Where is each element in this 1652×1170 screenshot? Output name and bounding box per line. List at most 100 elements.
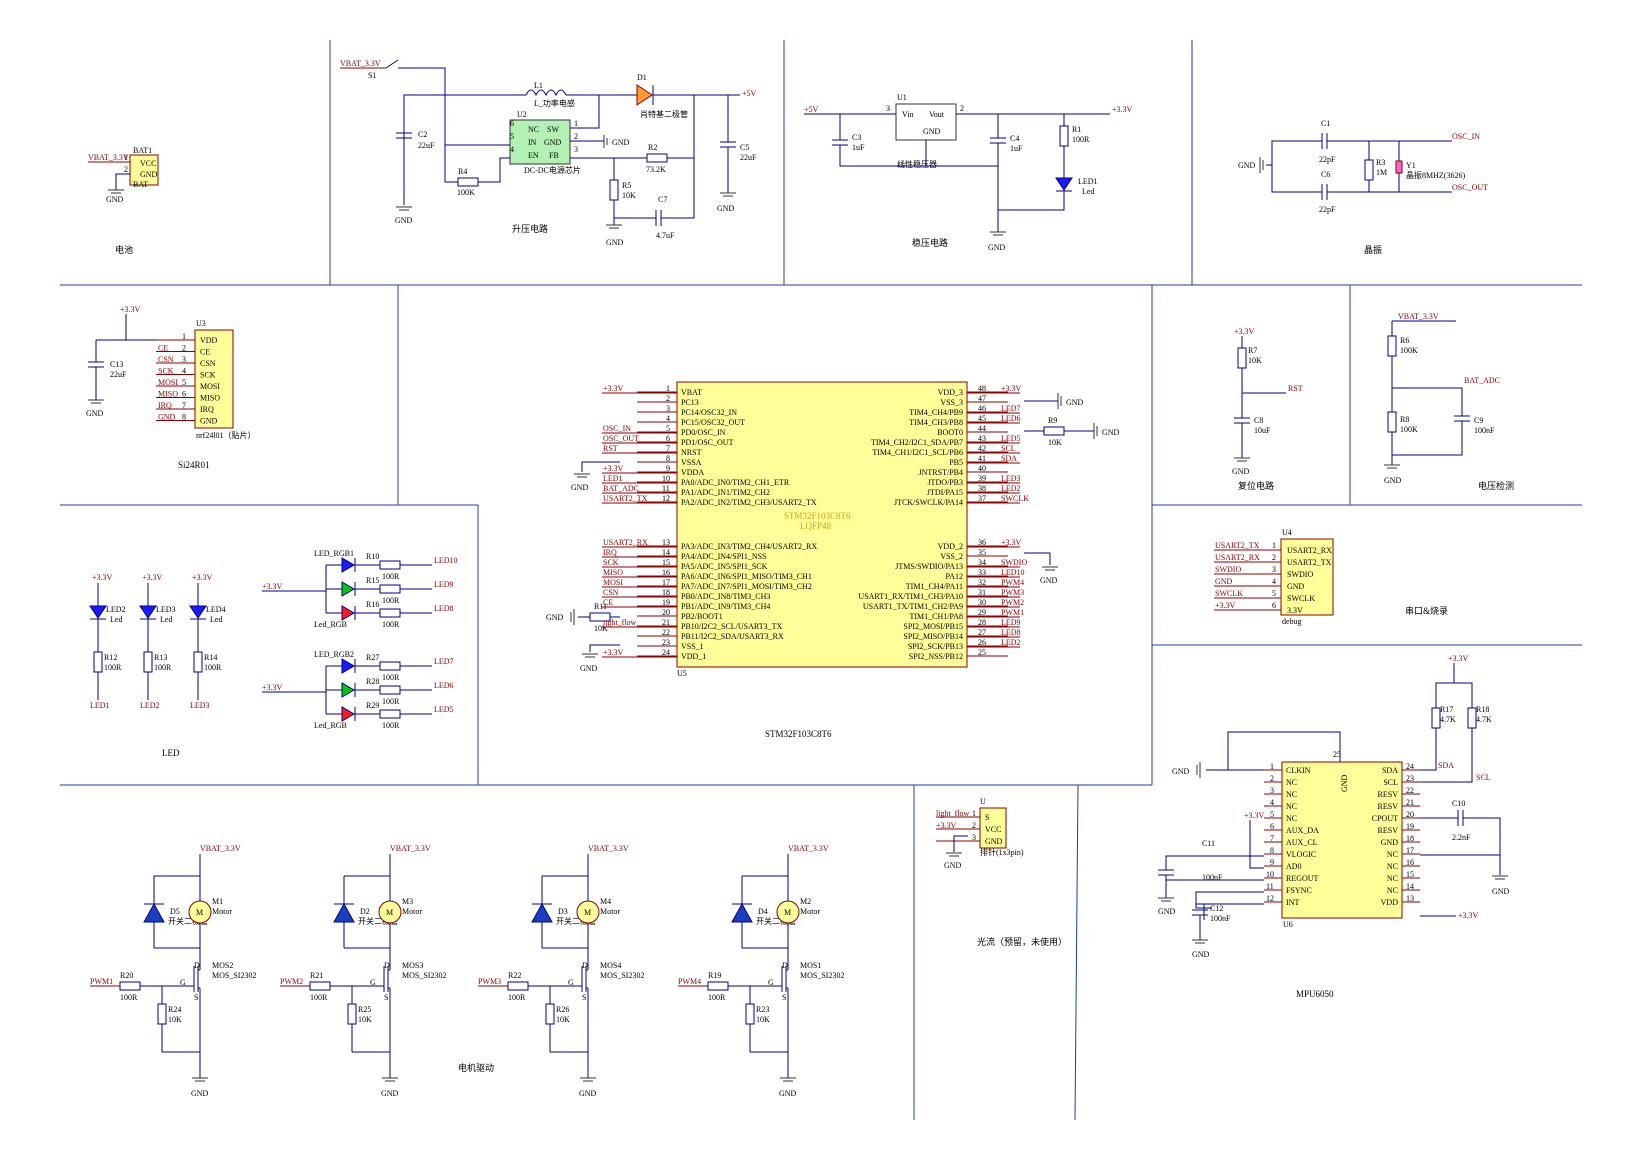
resistor-r11 [589, 612, 611, 622]
mcu-pin-label: VDD_2 [938, 542, 963, 551]
boost-gnd-3: GND [717, 204, 735, 213]
diode-ref: D3 [558, 907, 568, 916]
mcu-pin-number: 34 [978, 558, 986, 567]
mcu-net-label: MISO [603, 568, 623, 577]
mcu-pin-label: PB1/ADC_IN9/TIM3_CH4 [681, 602, 770, 611]
u6-top-num: 25 [1333, 750, 1341, 759]
dc-dc-chip-u2 [509, 119, 571, 165]
nrf24-pin-number: 2 [182, 344, 186, 353]
led-resistor-val: 100R [104, 663, 122, 672]
imu-pin-label: RESV [1378, 790, 1399, 799]
rgb-led-die [341, 658, 355, 674]
r6-val: 100K [1400, 346, 1418, 355]
rgb-resistor [379, 560, 401, 570]
status-led-4 [189, 605, 207, 619]
mcu-pin-label: PA12 [946, 572, 964, 581]
nrf24-pin-number: 5 [182, 378, 186, 387]
motor-driver-section: VBAT_3.3VD5开关二极管MM1MotorDGSMOS2MOS_SI230… [90, 844, 844, 1098]
rgb-net-label: LED6 [434, 681, 454, 690]
mcu-pin-label: JTMS/SWDIO/PA13 [895, 562, 963, 571]
boost-section: VBAT_3.3V S1 L1 L_功率电感 D1 肖特基二极管 +5V C2 … [340, 59, 757, 247]
r6-ref: R6 [1400, 336, 1409, 345]
u4-ref: U4 [1282, 528, 1292, 537]
rgb-resistor [379, 685, 401, 695]
u1-vin: Vin [902, 110, 914, 119]
r2-ref: R2 [648, 143, 657, 152]
r8-val: 100K [1400, 425, 1418, 434]
imu-pin-label: INT [1286, 898, 1299, 907]
led1-val: Led [1082, 187, 1094, 196]
r5-ref: R5 [622, 181, 631, 190]
optical-pin-number: 2 [972, 821, 976, 830]
mcu-net-label: SCL [1001, 444, 1016, 453]
caption-regulator: 稳压电路 [912, 237, 948, 248]
mosfet-s-pin: S [782, 993, 786, 1002]
mcu-pin-number: 25 [978, 648, 986, 657]
mcu-pin-label: JTDO/PB3 [927, 478, 963, 487]
led-vcc-label: +3.3V [142, 573, 163, 582]
mcu-pin-label: PC15/OSC32_OUT [681, 418, 745, 427]
mcu-net-label: SWCLK [1001, 494, 1029, 503]
nrf24-net-label: MISO [158, 390, 178, 399]
mcu-pin-number: 17 [662, 578, 670, 587]
imu-pin-number: 16 [1406, 858, 1414, 867]
boost-out-net: +5V [742, 89, 757, 98]
boost-gnd-1: GND [395, 216, 413, 225]
imu-pin-label: VDD [1381, 898, 1399, 907]
mcu-pin-label: TIM1_CH1/PA8 [910, 612, 964, 621]
motor-gnd-label: GND [779, 1089, 797, 1098]
nrf24-pin-label: GND [200, 417, 218, 426]
motor-vbat-label: VBAT_3.3V [588, 844, 629, 853]
mcu-pin-label: VDDA [681, 468, 704, 477]
mcu-pin-number: 22 [662, 628, 670, 637]
mcu-pin-label: VBAT [681, 388, 702, 397]
r2-val: 73.2K [646, 165, 666, 174]
mcu-net-label: USART2_RX [603, 538, 648, 547]
optical-gnd: GND [944, 861, 962, 870]
c1-val: 22pF [1319, 155, 1336, 164]
mcu-pin-label: VSSA [681, 458, 702, 467]
resistor-r1 [1059, 125, 1069, 147]
c5-val: 22uF [740, 153, 757, 162]
r1-ref: R1 [1072, 125, 1081, 134]
motor-val: Motor [212, 907, 232, 916]
r18-ref: R18 [1476, 705, 1489, 714]
optical-net-label: light_flow [936, 809, 970, 818]
u2-pin-gnd: GND [544, 138, 562, 147]
c10-val: 2.2nF [1452, 833, 1471, 842]
section-captions: 电池 升压电路 稳压电路 晶振 Si24R01 复位电路 电压检测 LED ST… [115, 223, 1514, 1073]
mcu-pin-label: TIM4_CH2/I2C1_SDA/PB7 [871, 438, 963, 447]
caption-mcu: STM32F103C8T6 [765, 729, 832, 739]
c8-ref: C8 [1254, 416, 1263, 425]
rgb-resistor-ref: R16 [366, 600, 379, 609]
mcu-net-label: LED8 [1001, 628, 1021, 637]
rgb-resistor-val: 100R [382, 697, 400, 706]
imu-pin-label: FSYNC [1286, 886, 1312, 895]
motor-letter: M [386, 908, 393, 917]
debug-net-label: SWDIO [1215, 565, 1241, 574]
mosfet-ref: MOS2 [212, 961, 233, 970]
gate-resistor [507, 981, 529, 991]
gate-resistor-ref: R21 [310, 971, 323, 980]
single-led-val: Led [210, 615, 222, 624]
mcu-net-label: SDA [1001, 454, 1017, 463]
optical-net-label: +3.3V [936, 821, 957, 830]
c2-val: 22uF [418, 141, 435, 150]
pwm-net-label: PWM3 [478, 977, 501, 986]
motor-ref: M4 [600, 897, 611, 906]
imu-pin-number: 9 [1270, 858, 1274, 867]
pulldown-resistor-val: 10K [556, 1015, 570, 1024]
u2-pin-in: IN [528, 138, 537, 147]
power-led-1 [1055, 177, 1073, 191]
pwm-net-label: PWM2 [280, 977, 303, 986]
imu-pin-number: 4 [1270, 798, 1274, 807]
mcu-pin-label: JTDI/PA15 [927, 488, 963, 497]
reset-net: RST [1288, 384, 1303, 393]
r17-val: 4.7K [1440, 715, 1456, 724]
radio-section: +3.3V C13 22uF GND U3 nrf24l01（贴片） VDD1C… [86, 305, 256, 440]
mosfet-s-pin: S [582, 993, 586, 1002]
debug-name: debug [1282, 617, 1302, 626]
gate-resistor-val: 100R [708, 993, 726, 1002]
